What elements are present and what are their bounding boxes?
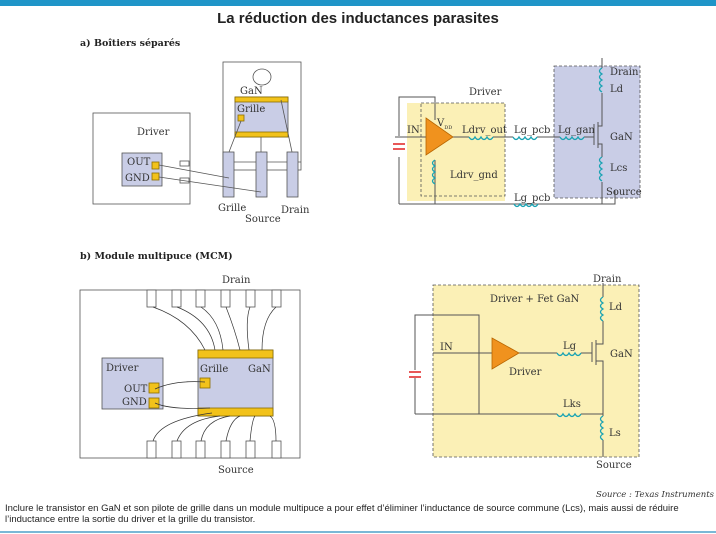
pin-source-label: Source	[245, 214, 281, 225]
drain-pins	[146, 289, 282, 308]
bond-wires	[152, 306, 277, 442]
drain-label-sch-b: Drain	[593, 274, 622, 285]
gan-drain-bar-b	[197, 349, 274, 359]
bottom-rule	[0, 531, 716, 533]
gan-source-bar-b	[197, 407, 274, 417]
driver-fet-box	[432, 284, 640, 458]
section-a-label: a) Boîtiers séparés	[80, 38, 181, 49]
grille-pad	[237, 114, 245, 122]
out-bond	[179, 160, 190, 167]
pin-drain-label: Drain	[281, 205, 310, 216]
pin-grille-label: Grille	[218, 203, 246, 214]
gan-dashed-box-a	[553, 65, 641, 199]
source-pins	[146, 440, 282, 459]
figure-caption: Inclure le transistor en GaN et son pilo…	[5, 503, 716, 525]
in-label-a: IN	[407, 125, 420, 136]
capacitor-a	[393, 143, 405, 150]
lg-label: Lg	[563, 341, 577, 352]
capacitor-b	[409, 371, 421, 378]
package-b	[79, 289, 301, 459]
section-b-label: b) Module multipuce (MCM)	[80, 251, 233, 262]
out-label-b: OUT	[124, 384, 148, 395]
figure-title: La réduction des inductances parasites	[217, 10, 499, 27]
top-accent-bar	[0, 0, 716, 6]
gnd-pad-b	[148, 397, 160, 409]
driver-dashed-box-a	[420, 102, 506, 197]
mounting-hole	[252, 68, 272, 86]
grille-pad-b	[199, 377, 211, 389]
out-label-a: OUT	[127, 157, 151, 168]
caption-line-1: Inclure le transistor en GaN et son pilo…	[5, 503, 679, 514]
lg-pcb-top-inductor	[512, 136, 538, 141]
driver-highlight-a	[407, 103, 505, 201]
gnd-label-b: GND	[122, 397, 147, 408]
lks-label: Lks	[563, 399, 581, 410]
driver-die	[121, 152, 163, 187]
caption-line-2: l’inductance entre la sortie du driver e…	[5, 514, 256, 525]
gan-drain-bar	[234, 96, 289, 103]
ld-label-a: Ld	[610, 84, 624, 95]
drain-label-a: Drain	[610, 67, 639, 78]
driver-amplifier-a	[425, 117, 454, 156]
pin-grille	[222, 151, 235, 198]
driver-label-a: Driver	[137, 127, 170, 138]
package-a	[92, 61, 302, 205]
ldrv-gnd-label: Ldrv_gnd	[450, 170, 498, 181]
ldrv-out-label: Ldrv_out	[462, 125, 507, 136]
driver-amplifier-b	[491, 337, 520, 370]
source-label-a: Source	[606, 187, 642, 198]
driver-label-sch-a: Driver	[469, 87, 502, 98]
driver-label-b: Driver	[106, 363, 139, 374]
lg-gan-label: Lg_gan	[558, 125, 595, 136]
source-label-b: Source	[218, 465, 254, 476]
schematic-a	[393, 58, 641, 208]
vdd-label: VDD	[436, 118, 452, 131]
gnd-pad	[151, 172, 160, 181]
gan-label-b: GaN	[248, 364, 271, 375]
out-pad-b	[148, 382, 160, 394]
lg-pcb-top-label: Lg_pcb	[514, 125, 550, 136]
grille-pad-label-a: Grille	[237, 104, 265, 115]
out-pad	[151, 161, 160, 170]
pin-source	[255, 151, 268, 198]
gnd-label-a: GND	[125, 173, 150, 184]
gan-label-sch-a: GaN	[610, 132, 633, 143]
drain-label-b: Drain	[222, 275, 251, 286]
gan-label-sch-b: GaN	[610, 349, 633, 360]
gan-source-bar	[234, 131, 289, 138]
schematic-b	[409, 283, 640, 458]
lg-pcb-bottom-label: Lg_pcb	[514, 193, 550, 204]
pin-drain	[286, 151, 299, 198]
grille-label-b: Grille	[200, 364, 228, 375]
in-label-b: IN	[440, 342, 453, 353]
gan-label-a: GaN	[240, 86, 263, 97]
lcs-label: Lcs	[610, 163, 627, 174]
driver-label-sch-b: Driver	[509, 367, 542, 378]
source-credit: Source : Texas Instruments	[596, 490, 714, 500]
driver-fet-label: Driver + Fet GaN	[490, 294, 580, 305]
source-label-sch-b: Source	[596, 460, 632, 471]
ld-label-b: Ld	[609, 302, 623, 313]
ls-label: Ls	[609, 428, 621, 439]
